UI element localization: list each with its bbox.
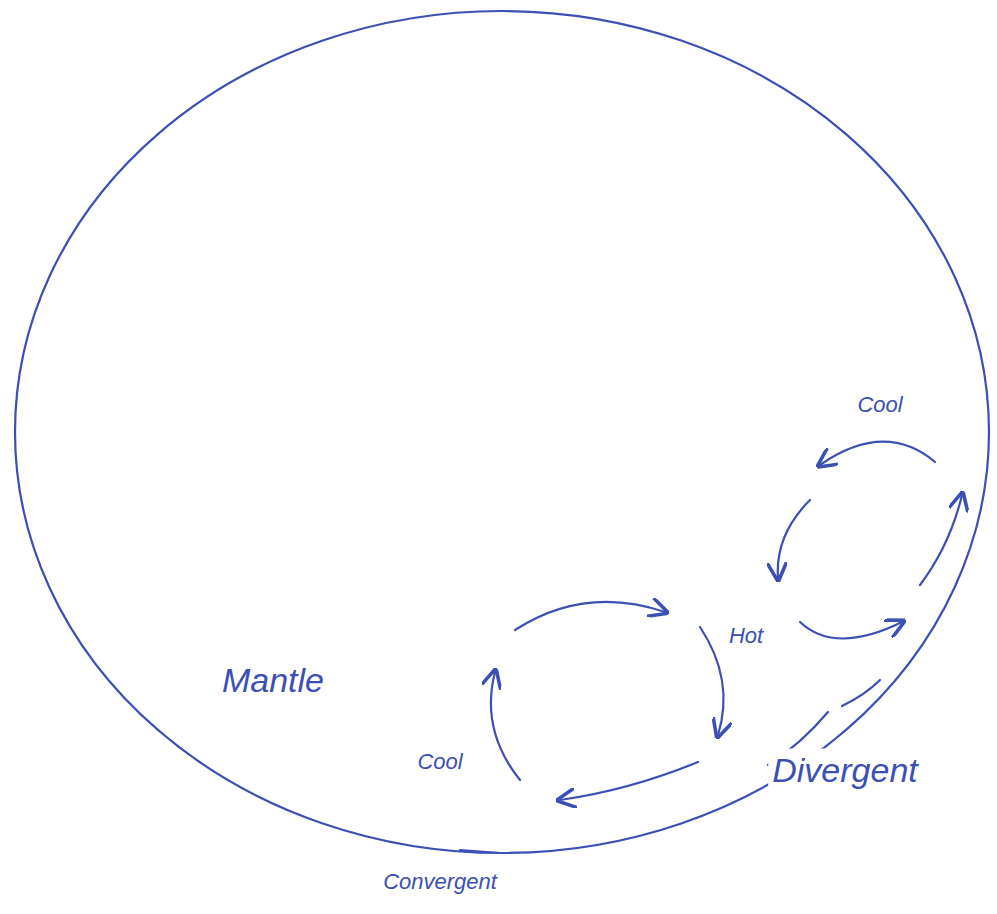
flow-arrow	[700, 627, 724, 735]
flow-arrow	[491, 672, 520, 780]
flow-arrow	[515, 602, 665, 630]
mantle-circle: Mantle	[12, 8, 992, 856]
annotation-label: Cool	[853, 390, 906, 420]
annotation-label: Convergent	[379, 867, 501, 897]
flow-arrow	[800, 622, 902, 639]
annotation-label: Hot	[725, 621, 767, 651]
mantle-outline	[12, 8, 992, 856]
flow-arrow	[560, 762, 698, 800]
annotation-label: Divergent	[768, 749, 922, 792]
flow-arrow	[778, 500, 810, 578]
flow-arrow	[820, 442, 935, 465]
annotation-label: Cool	[413, 747, 466, 777]
flow-arrow	[920, 495, 962, 585]
region-label: Mantle	[218, 659, 328, 702]
